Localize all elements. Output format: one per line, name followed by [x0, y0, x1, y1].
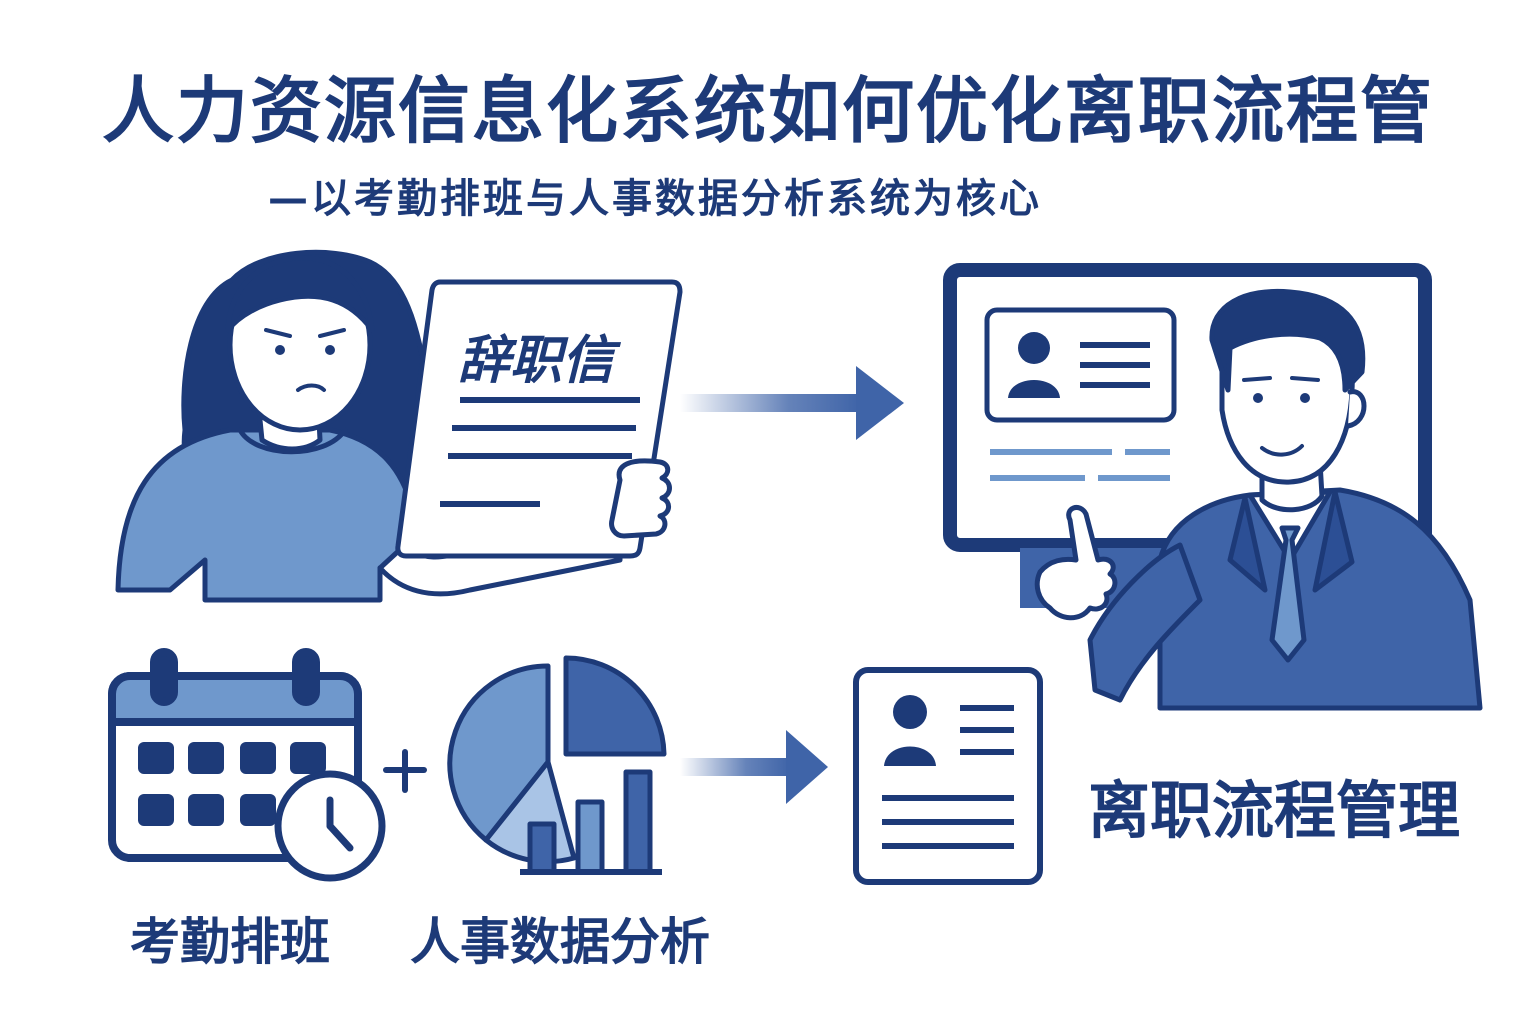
- page-subtitle: —以考勤排班与人事数据分析系统为核心: [268, 176, 1042, 222]
- pie-bar-chart-icon: [447, 655, 667, 875]
- profile-card-icon: [853, 667, 1043, 885]
- exit-process-label: 离职流程管理: [1088, 774, 1461, 847]
- attendance-label: 考勤排班: [130, 913, 330, 971]
- document-icon: [395, 279, 683, 559]
- arrow-right-icon: [680, 366, 904, 440]
- hand-icon: [609, 458, 672, 539]
- businessman-icon: [1034, 288, 1483, 711]
- resignation-letter-title: 辞职信: [458, 331, 615, 391]
- page-title: 人力资源信息化系统如何优化离职流程管: [101, 69, 1434, 153]
- hr-analysis-label: 人事数据分析: [410, 913, 710, 971]
- arrow-right-icon: [680, 730, 828, 804]
- clock-icon: [274, 770, 386, 882]
- plus-icon: [383, 749, 427, 793]
